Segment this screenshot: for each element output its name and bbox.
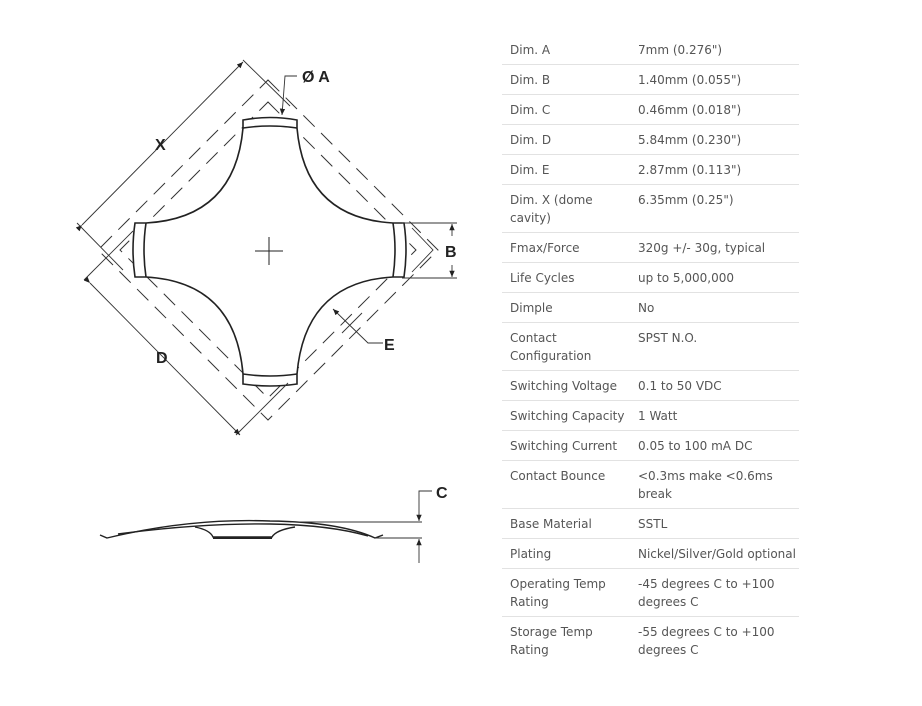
spec-value: 0.05 to 100 mA DC <box>630 430 799 461</box>
spec-row: Operating Temp Rating-45 degrees C to +1… <box>502 568 799 617</box>
spec-value: 0.1 to 50 VDC <box>630 370 799 401</box>
label-a: Ø A <box>302 69 330 86</box>
spec-label: Fmax/Force <box>502 232 630 263</box>
spec-value: SPST N.O. <box>630 322 799 371</box>
spec-label: Switching Capacity <box>502 400 630 431</box>
spec-label: Dim. D <box>502 124 630 155</box>
spec-value: 1.40mm (0.055") <box>630 64 799 95</box>
spec-label: Storage Temp Rating <box>510 625 593 657</box>
label-e: E <box>384 337 395 354</box>
dome-side-view <box>99 519 384 539</box>
spec-value: -45 degrees C to +100 degrees C <box>630 568 799 617</box>
spec-value: 7mm (0.276") <box>630 35 799 65</box>
spec-label: Operating Temp Rating <box>502 568 630 617</box>
spec-value: 6.35mm (0.25") <box>630 184 799 233</box>
spec-label: Contact Bounce <box>502 460 630 509</box>
spec-value: <0.3ms make <0.6ms break <box>630 460 799 509</box>
spec-label: Dim. B <box>502 64 630 95</box>
spec-label: Base Material <box>502 508 630 539</box>
spec-row: Dim. X (dome cavity)6.35mm (0.25") <box>502 184 799 233</box>
label-c: C <box>436 485 448 502</box>
spec-label: Switching Voltage <box>502 370 630 401</box>
spec-value: 320g +/- 30g, typical <box>630 232 799 263</box>
label-x: X <box>155 137 166 154</box>
spec-value: -55 degrees C to +100 degrees C <box>638 625 775 657</box>
spec-value: 5.84mm (0.230") <box>630 124 799 155</box>
spec-label: Dim. C <box>502 94 630 125</box>
center-cross-icon <box>255 237 283 265</box>
spec-value: No <box>630 292 799 323</box>
spec-value: 2.87mm (0.113") <box>630 154 799 185</box>
spec-label: Plating <box>502 538 630 569</box>
dimension-c <box>290 490 432 563</box>
spec-value: 1 Watt <box>630 400 799 431</box>
spec-label: Dim. A <box>502 35 630 65</box>
spec-value: up to 5,000,000 <box>630 262 799 293</box>
spec-value: SSTL <box>630 508 799 539</box>
dimension-lines <box>75 59 457 436</box>
label-d: D <box>156 350 168 367</box>
spec-label: Switching Current <box>502 430 630 461</box>
spec-label: Contact Configuration <box>502 322 630 371</box>
spec-value: Nickel/Silver/Gold optional <box>630 538 799 569</box>
spec-label: Dimple <box>502 292 630 323</box>
spec-label: Dim. E <box>502 154 630 185</box>
spec-label: Dim. X (dome cavity) <box>502 184 630 233</box>
label-b: B <box>445 244 457 261</box>
spec-row: Contact Bounce<0.3ms make <0.6ms break <box>502 460 799 509</box>
spec-row: Storage Temp Rating -55 degrees C to +100… <box>502 617 799 665</box>
spec-value: 0.46mm (0.018") <box>630 94 799 125</box>
dome-drawing: Ø A X B D E C <box>75 59 457 563</box>
spec-label: Life Cycles <box>502 262 630 293</box>
